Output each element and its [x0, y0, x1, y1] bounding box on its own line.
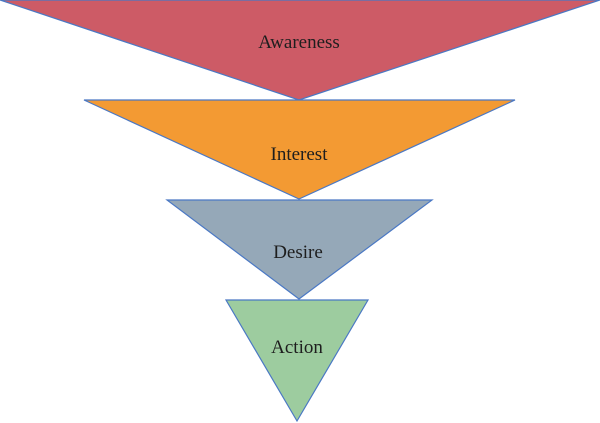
funnel-stage-awareness-shape	[0, 0, 600, 101]
funnel-stage-interest-shape	[83, 99, 516, 200]
funnel-stage-desire: Desire	[165, 199, 434, 300]
funnel-stage-desire-shape	[165, 199, 434, 300]
funnel-stage-action-label: Action	[271, 337, 323, 358]
funnel-stage-desire-label: Desire	[273, 242, 323, 263]
funnel-stage-action: Action	[224, 299, 370, 423]
funnel-stage-interest-label: Interest	[271, 144, 329, 165]
funnel-stage-interest: Interest	[83, 99, 516, 200]
funnel-stage-awareness: Awareness	[0, 0, 600, 101]
funnel-stage-action-shape	[224, 299, 370, 423]
funnel-stage-awareness-label: Awareness	[258, 32, 340, 53]
